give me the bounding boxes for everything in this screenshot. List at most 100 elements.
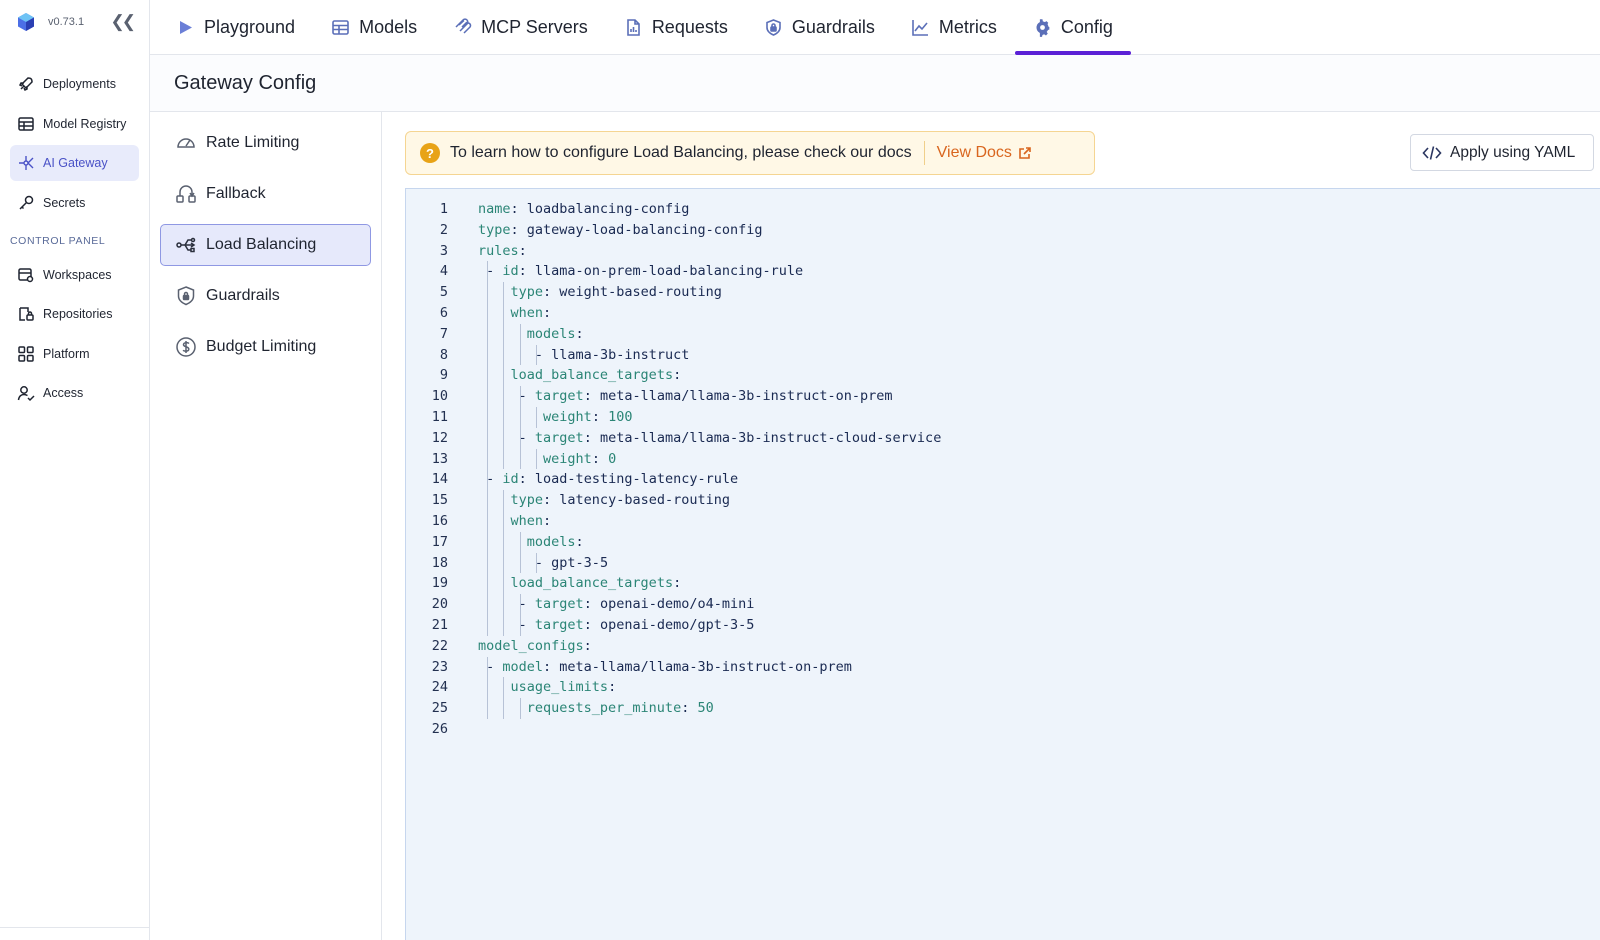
- indent-guide: [487, 323, 489, 345]
- yaml-colon: :: [583, 429, 600, 446]
- indent-guide: [503, 594, 505, 615]
- sidebar-nav: Deployments Model Registry AI Gateway Se…: [0, 66, 149, 411]
- indent-guide: [487, 698, 489, 719]
- indent-guide: [487, 552, 489, 574]
- yaml-colon: :: [608, 679, 617, 696]
- line-number: 23: [431, 658, 448, 675]
- indent-guide: [487, 469, 489, 491]
- sidebar-item-workspaces[interactable]: Workspaces: [10, 257, 139, 293]
- indent-guide: [487, 614, 489, 636]
- shield-icon: [766, 18, 781, 36]
- yaml-colon: :: [673, 367, 682, 384]
- indent-guide: [519, 427, 521, 449]
- apply-yaml-button[interactable]: Apply using YAML: [1410, 134, 1594, 171]
- code-line: 10- target: meta-llama/llama-3b-instruct…: [406, 386, 1600, 407]
- yaml-value: gpt-3-5: [551, 554, 609, 571]
- submenu-label: Load Balancing: [206, 236, 317, 253]
- submenu-item-rate-limiting[interactable]: Rate Limiting: [160, 122, 371, 164]
- sidebar-item-platform[interactable]: Platform: [10, 336, 139, 372]
- indent-guide: [503, 614, 505, 636]
- submenu-item-fallback[interactable]: Fallback: [160, 173, 371, 215]
- yaml-key: when: [510, 512, 544, 529]
- line-number: 14: [431, 471, 448, 488]
- mcp-icon: [455, 17, 472, 34]
- indent-guide: [519, 323, 521, 345]
- yaml-value: weight-based-routing: [559, 284, 722, 301]
- tab-mcp-servers[interactable]: MCP Servers: [435, 0, 606, 54]
- indent-guide: [503, 302, 505, 324]
- indent-guide: [487, 490, 489, 511]
- code-text: - gpt-3-5: [535, 553, 608, 574]
- tab-label: Playground: [204, 16, 296, 37]
- external-link-icon: [1019, 146, 1031, 159]
- sidebar-item-deployments[interactable]: Deployments: [10, 66, 139, 102]
- code-text: type: weight-based-routing: [511, 282, 722, 303]
- list-dash: -: [534, 554, 552, 571]
- collapse-sidebar-icon[interactable]: ❮❮: [110, 12, 136, 31]
- left-sidebar: v0.73.1 ❮❮ Deployments Model Registry AI…: [0, 0, 150, 940]
- indent-guide: [519, 531, 521, 553]
- indent-guide: [535, 448, 537, 470]
- code-text: name: loadbalancing-config: [478, 199, 689, 220]
- submenu-item-guardrails[interactable]: Guardrails: [160, 275, 371, 317]
- yaml-key: target: [534, 616, 584, 633]
- indent-guide: [503, 448, 505, 470]
- code-line: 26: [406, 719, 1600, 740]
- submenu-item-budget-limiting[interactable]: Budget Limiting: [160, 326, 371, 368]
- code-text: load_balance_targets:: [511, 365, 682, 386]
- yaml-value: gateway-load-balancing-config: [526, 221, 763, 238]
- indent-guide: [487, 386, 489, 407]
- indent-guide: [535, 406, 537, 428]
- yaml-key: load_balance_targets: [510, 367, 674, 384]
- tab-requests[interactable]: Requests: [606, 0, 746, 54]
- submenu-label: Budget Limiting: [206, 338, 317, 355]
- sidebar-item-ai-gateway[interactable]: AI Gateway: [10, 145, 139, 181]
- key-icon: [19, 195, 34, 210]
- sidebar-item-model-registry[interactable]: Model Registry: [10, 106, 139, 142]
- sidebar-item-repositories[interactable]: Repositories: [10, 296, 139, 332]
- tab-guardrails[interactable]: Guardrails: [746, 0, 893, 54]
- indent-guide: [535, 552, 537, 574]
- gateway-icon: [19, 156, 34, 170]
- yaml-value: llama-3b-instruct: [551, 346, 690, 363]
- yaml-value: llama-on-prem-load-balancing-rule: [534, 263, 804, 280]
- yaml-key: weight: [543, 450, 592, 467]
- list-dash: -: [534, 346, 552, 363]
- brand-bar: v0.73.1 ❮❮: [0, 0, 149, 44]
- yaml-colon: :: [518, 263, 535, 280]
- tab-config[interactable]: Config: [1014, 0, 1131, 55]
- submenu-item-load-balancing[interactable]: Load Balancing: [160, 224, 371, 266]
- indent-guide: [519, 344, 521, 366]
- sidebar-item-access[interactable]: Access: [10, 375, 139, 411]
- code-text: - target: openai-demo/gpt-3-5: [519, 615, 755, 636]
- tab-models[interactable]: Models: [313, 0, 435, 54]
- tab-metrics[interactable]: Metrics: [893, 0, 1015, 54]
- indent-guide: [487, 573, 489, 595]
- yaml-key: target: [534, 429, 584, 446]
- line-number: 25: [431, 700, 448, 717]
- code-text: rules:: [478, 241, 527, 262]
- view-docs-link[interactable]: View Docs: [937, 144, 1032, 162]
- dollar-icon: [176, 337, 196, 357]
- tab-playground[interactable]: Playground: [158, 0, 313, 54]
- code-text: weight: 100: [543, 407, 632, 428]
- yaml-key: weight: [543, 408, 592, 425]
- yaml-colon: :: [510, 221, 527, 238]
- indent-guide: [503, 677, 505, 699]
- yaml-colon: :: [543, 492, 560, 509]
- table-icon: [332, 19, 349, 35]
- apply-yaml-label: Apply using YAML: [1450, 143, 1576, 161]
- yaml-key: type: [510, 492, 544, 509]
- yaml-key: target: [534, 596, 584, 613]
- sidebar-item-secrets[interactable]: Secrets: [10, 185, 139, 221]
- line-number: 6: [439, 304, 448, 321]
- main-content: ? To learn how to configure Load Balanci…: [382, 112, 1600, 940]
- indent-guide: [487, 344, 489, 366]
